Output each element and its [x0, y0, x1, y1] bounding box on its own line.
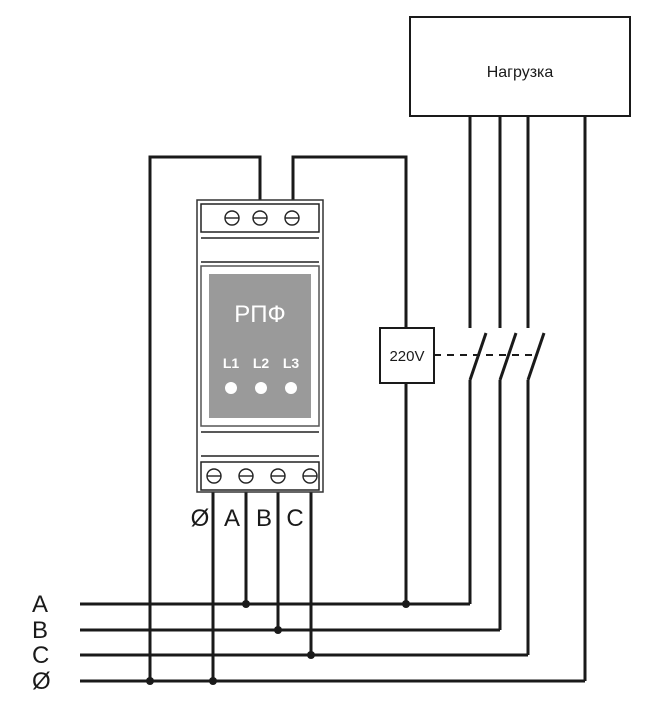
coil: 220V: [379, 327, 435, 384]
device-name: РПФ: [234, 301, 286, 328]
device-top-wiring: [148, 155, 408, 681]
switch-contact-c: [526, 332, 546, 381]
junction-dot: [242, 600, 250, 608]
coil-label: 220V: [389, 348, 424, 365]
junction-dot: [402, 600, 410, 608]
indicator-label-l2: L2: [253, 355, 270, 371]
terminal-label-neutral: Ø: [191, 505, 210, 532]
indicator-label-l1: L1: [223, 355, 240, 371]
load-feed-wires: [468, 116, 587, 681]
junction-dot: [146, 677, 154, 685]
rpf-device: РПФ L1 L2 L3: [196, 199, 324, 493]
bus-label-neutral: Ø: [32, 668, 51, 695]
bottom-terminal-block: [200, 461, 320, 491]
terminal-labels: Ø A B C: [191, 505, 304, 532]
terminal-label-c: C: [286, 505, 303, 532]
junction-dot: [209, 677, 217, 685]
bottom-terminal-screws: [206, 468, 318, 484]
contactor-switches: [434, 332, 546, 381]
top-terminal-block: [200, 203, 320, 233]
bus-lines: [80, 602, 585, 683]
switch-contact-b: [498, 332, 518, 381]
bus-label-b: B: [32, 617, 48, 644]
wire-device-to-coil: [291, 155, 408, 328]
indicator-label-l3: L3: [283, 355, 300, 371]
led-l2-indicator: [255, 382, 267, 394]
load-label: Нагрузка: [487, 64, 554, 81]
led-l3-indicator: [285, 382, 297, 394]
front-panel-face: [209, 274, 311, 418]
top-terminal-screws: [224, 210, 300, 226]
junction-dot: [307, 651, 315, 659]
junction-dot: [274, 626, 282, 634]
bus-label-a: A: [32, 591, 48, 618]
bus-labels: A B C Ø: [32, 591, 51, 695]
switch-contact-a: [468, 332, 488, 381]
junction-dots: [146, 600, 410, 685]
led-l1-indicator: [225, 382, 237, 394]
load-box: Нагрузка: [409, 16, 631, 117]
terminal-label-a: A: [224, 505, 240, 532]
bus-label-c: C: [32, 642, 49, 669]
terminal-label-b: B: [256, 505, 272, 532]
wire-neutral-to-device: [148, 155, 262, 681]
device-bottom-wiring: [211, 492, 313, 681]
